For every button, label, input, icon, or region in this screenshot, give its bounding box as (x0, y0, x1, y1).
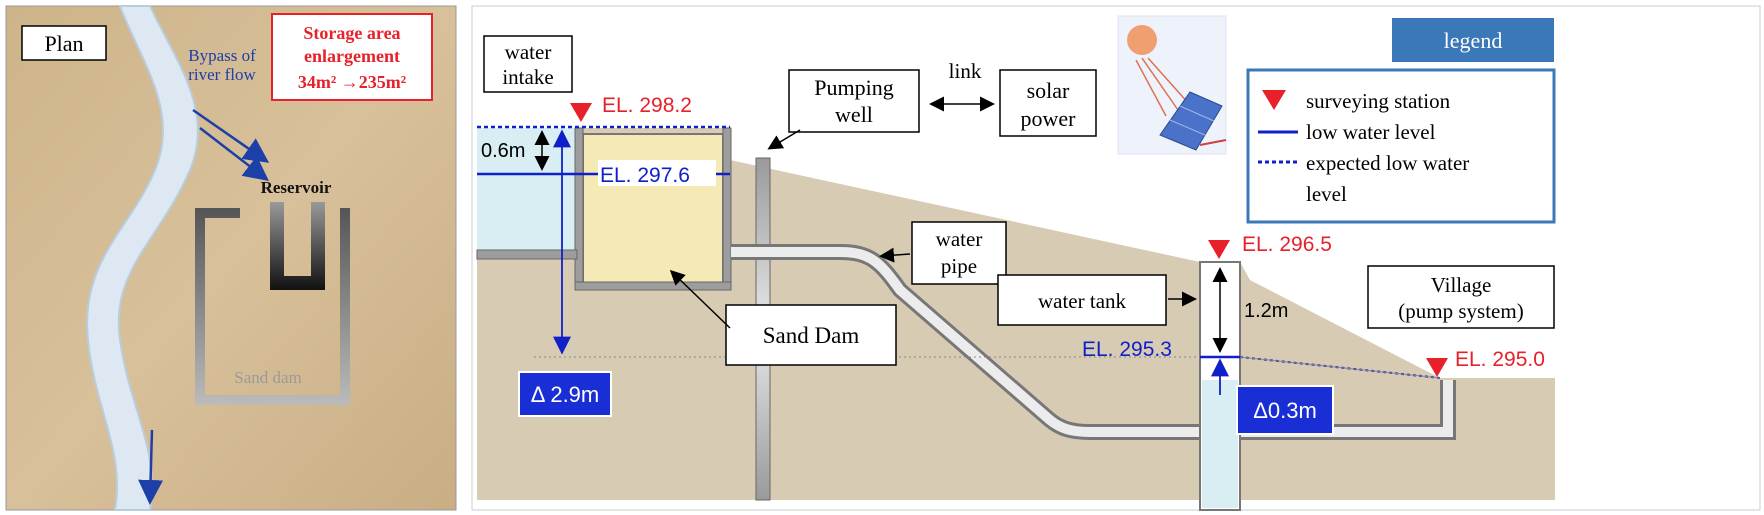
survey-marker-295-0 (1426, 358, 1448, 377)
dam-wall-right (722, 127, 732, 291)
village-line2: (pump system) (1398, 299, 1523, 323)
water-intake-line1: water (505, 40, 552, 64)
bypass-arrow (192, 108, 270, 163)
reservoir-label: Reservoir (261, 178, 332, 197)
water-pipe-box (911, 221, 1007, 285)
bypass-label-1: Bypass of (188, 46, 256, 65)
river-flow-arrow (138, 429, 164, 505)
legend-title: legend (1444, 28, 1503, 53)
water-tank-label: water tank (1038, 289, 1127, 313)
el-295-3-label: EL. 295.3 (1082, 338, 1172, 361)
dam-wall-left (574, 127, 584, 291)
legend-item-expected-1: expected low water (1306, 151, 1469, 175)
legend-item-expected-2: level (1306, 182, 1347, 206)
water-intake-box (483, 35, 573, 93)
delta-0-3-badge (1236, 385, 1334, 435)
reference-line-2 (1239, 356, 1441, 379)
survey-marker-298-2 (570, 103, 592, 122)
intake-floor (476, 249, 578, 260)
legend-header (1392, 18, 1554, 62)
solar-power-box (999, 69, 1097, 137)
water-pipe-pointer (879, 247, 911, 263)
sand-dam-plan-label: Sand dam (234, 368, 302, 387)
solar-line1: solar (1027, 78, 1070, 103)
water-pipe-line1: water (936, 227, 983, 251)
legend (1246, 18, 1556, 224)
river-channel (86, 5, 199, 511)
water-intake-line2: intake (502, 65, 553, 89)
solar-panel-icon (1117, 15, 1227, 155)
enlargement-line3: 34m² →235m² (298, 72, 406, 92)
legend-item-survey: surveying station (1306, 89, 1451, 113)
el-297-6-label: EL. 297.6 (600, 164, 690, 187)
delta-2-9-badge (518, 371, 612, 417)
el-295-0-label: EL. 295.0 (1455, 348, 1545, 371)
village-box (1367, 265, 1555, 329)
legend-box (1246, 68, 1556, 224)
village-line1: Village (1431, 273, 1492, 297)
water-pipe-line2: pipe (941, 254, 977, 278)
link-label: link (949, 59, 982, 83)
plan-title-box (21, 25, 107, 61)
dam-wall-bottom (574, 281, 732, 291)
sand-dam-box (725, 304, 897, 366)
delta-2-9-label: Δ 2.9m (531, 382, 600, 407)
enlargement-line1: Storage area (303, 23, 400, 43)
bypass-arrow (199, 127, 269, 182)
dim-1-2-label: 1.2m (1244, 300, 1288, 322)
el-297-6-bg (598, 160, 716, 186)
water-tank-box (997, 274, 1167, 326)
pumping-well-line1: Pumping (814, 75, 893, 100)
el-298-2-label: EL. 298.2 (602, 94, 692, 117)
dim-0-6-label: 0.6m (481, 140, 525, 162)
sand-dam-label: Sand Dam (763, 323, 860, 348)
reservoir-outline (270, 202, 325, 290)
legend-item-low: low water level (1306, 120, 1436, 144)
plan-title: Plan (44, 31, 83, 56)
bypass-label-2: river flow (188, 65, 256, 84)
solar-line2: power (1021, 106, 1077, 131)
section-panel (471, 5, 1761, 511)
el-296-5-label: EL. 296.5 (1242, 233, 1332, 256)
sand-dam-body (582, 133, 724, 285)
survey-marker-296-5 (1208, 240, 1230, 259)
enlargement-line2: enlargement (304, 46, 400, 66)
legend-survey-icon (1262, 90, 1286, 110)
sand-dam-pointer (669, 269, 731, 329)
pumping-well-pointer (767, 129, 801, 150)
delta-0-3-label: Δ0.3m (1253, 398, 1317, 423)
water-tank-water (1202, 380, 1238, 508)
enlargement-box (271, 13, 433, 101)
pumping-well-line2: well (835, 102, 873, 127)
pumping-well-box (788, 69, 920, 133)
